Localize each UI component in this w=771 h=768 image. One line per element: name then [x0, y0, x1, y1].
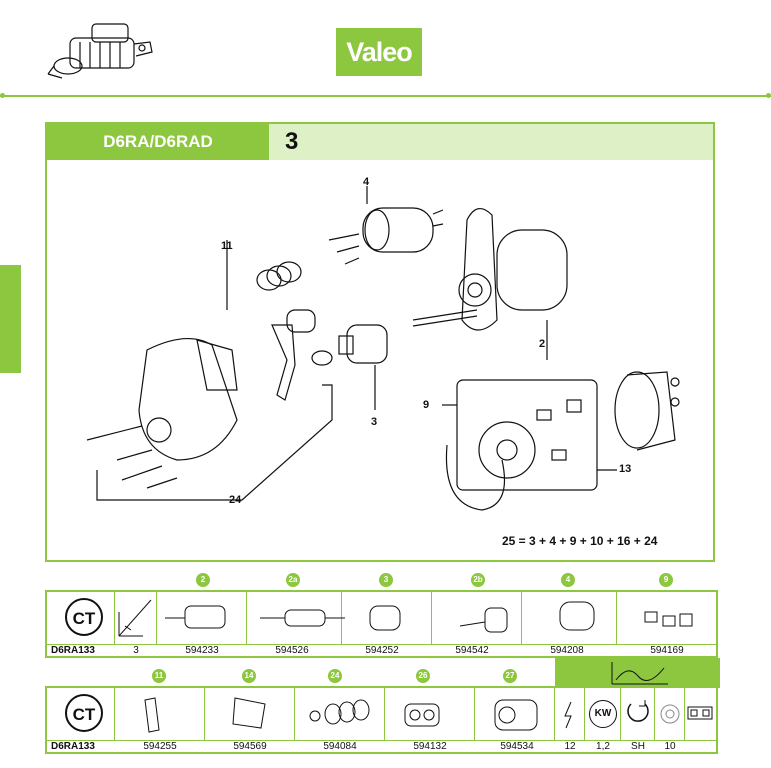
table2-ref-3: 594132	[413, 741, 447, 752]
table2-badge-0: 11	[152, 669, 166, 683]
gear-icon	[660, 704, 680, 724]
callout-4: 4	[363, 176, 370, 188]
table2-ref-cell-1	[205, 688, 295, 740]
callout-24: 24	[229, 494, 242, 506]
table1-ref-cell-4	[432, 592, 522, 644]
parts-table-2: CT KW D6RA133 594255 594569 594084 59413…	[45, 658, 720, 755]
callout-2: 2	[539, 338, 546, 350]
table2-badge-2: 24	[328, 669, 342, 683]
table1-ct-cell	[47, 592, 115, 644]
rotation-icon	[627, 700, 649, 722]
table2-model: D6RA133	[51, 741, 95, 752]
spec-cell-1: KW	[585, 688, 621, 740]
callout-11: 11	[221, 240, 233, 252]
table1-ref-6: 594169	[650, 645, 684, 656]
table2-ref-row	[47, 740, 716, 755]
motor-housing-drawing	[412, 208, 568, 360]
performance-curve-icon	[611, 662, 668, 685]
table1-model: D6RA133	[51, 645, 95, 656]
spec-cell-4	[685, 688, 716, 740]
table1-ref-cell-0	[115, 592, 157, 644]
specs-header	[555, 658, 720, 688]
kw-icon: KW	[589, 700, 617, 728]
table1-ref-cell-1	[157, 592, 247, 644]
exploded-diagram	[86, 186, 680, 511]
plate-number: 3	[285, 128, 299, 155]
drive-end-housing-drawing	[86, 337, 333, 501]
table2-ref-cell-4	[475, 688, 555, 740]
table2-ref-0: 594255	[143, 741, 177, 752]
solenoid-drawing	[328, 186, 444, 265]
table1-ref-row	[47, 644, 716, 659]
table1-ref-0: 3	[133, 645, 139, 656]
panel-header: D6RA/D6RAD 3	[47, 124, 713, 160]
callout-3: 3	[371, 416, 378, 428]
table2-badge-4: 27	[503, 669, 517, 683]
spec-value-0: 12	[564, 741, 576, 752]
valeo-logo: Valeo	[336, 28, 422, 76]
header-divider	[0, 93, 771, 98]
starter-motor-thumbnail	[47, 23, 153, 79]
table2-badge-3: 26	[416, 669, 430, 683]
table2-ref-cell-2	[295, 688, 385, 740]
tools-icon	[118, 599, 152, 637]
table1-badge-2: 3	[379, 573, 393, 587]
table2-ref-cell-3	[385, 688, 475, 740]
spec-value-3: 10	[664, 741, 676, 752]
table1-ref-cell-5	[522, 592, 617, 644]
table1-badge-3: 2b	[471, 573, 485, 587]
ct-badge-2: CT	[65, 694, 103, 732]
table2-ref-2: 594084	[323, 741, 357, 752]
table1-ref-2: 594526	[275, 645, 309, 656]
voltage-icon	[564, 701, 572, 729]
callout-9: 9	[423, 399, 430, 411]
mounting-icon	[687, 706, 713, 720]
table2-ref-4: 594534	[500, 741, 534, 752]
spec-value-1: 1,2	[596, 741, 610, 752]
table1-ref-3: 594252	[365, 645, 399, 656]
spring-drawing	[226, 240, 316, 401]
table1-ref-cell-3	[342, 592, 432, 644]
table1-ref-4: 594542	[455, 645, 489, 656]
table2-ref-1: 594569	[233, 741, 267, 752]
parts-table-1: CT D6RA133 3 594233 594526 594252 594542…	[45, 590, 718, 658]
table1-badge-0: 2	[196, 573, 210, 587]
table2-ct-cell	[47, 688, 115, 740]
table1-badge-1: 2a	[286, 573, 300, 587]
pinion-drawing	[311, 324, 388, 410]
table1-badge-4: 4	[561, 573, 575, 587]
brush-holder-drawing	[442, 379, 598, 511]
table2-ref-cell-0	[115, 688, 205, 740]
side-tab	[0, 265, 21, 373]
table1-ref-5: 594208	[550, 645, 584, 656]
spec-cell-3	[655, 688, 685, 740]
spec-cell-2	[621, 688, 655, 740]
spec-value-2: SH	[631, 741, 645, 752]
model-title: D6RA/D6RAD	[47, 124, 269, 160]
table1-ref-1: 594233	[185, 645, 219, 656]
exploded-view-panel: D6RA/D6RAD 3	[45, 122, 715, 562]
spec-cell-0	[555, 688, 585, 740]
ct-badge: CT	[65, 598, 103, 636]
table2-badge-1: 14	[242, 669, 256, 683]
table1-part-images	[165, 601, 693, 633]
table2-part-images	[144, 697, 538, 733]
assembly-formula: 25 = 3 + 4 + 9 + 10 + 16 + 24	[502, 534, 658, 548]
callout-13: 13	[619, 463, 632, 475]
end-cover-drawing	[597, 371, 680, 471]
table1-badge-5: 9	[659, 573, 673, 587]
